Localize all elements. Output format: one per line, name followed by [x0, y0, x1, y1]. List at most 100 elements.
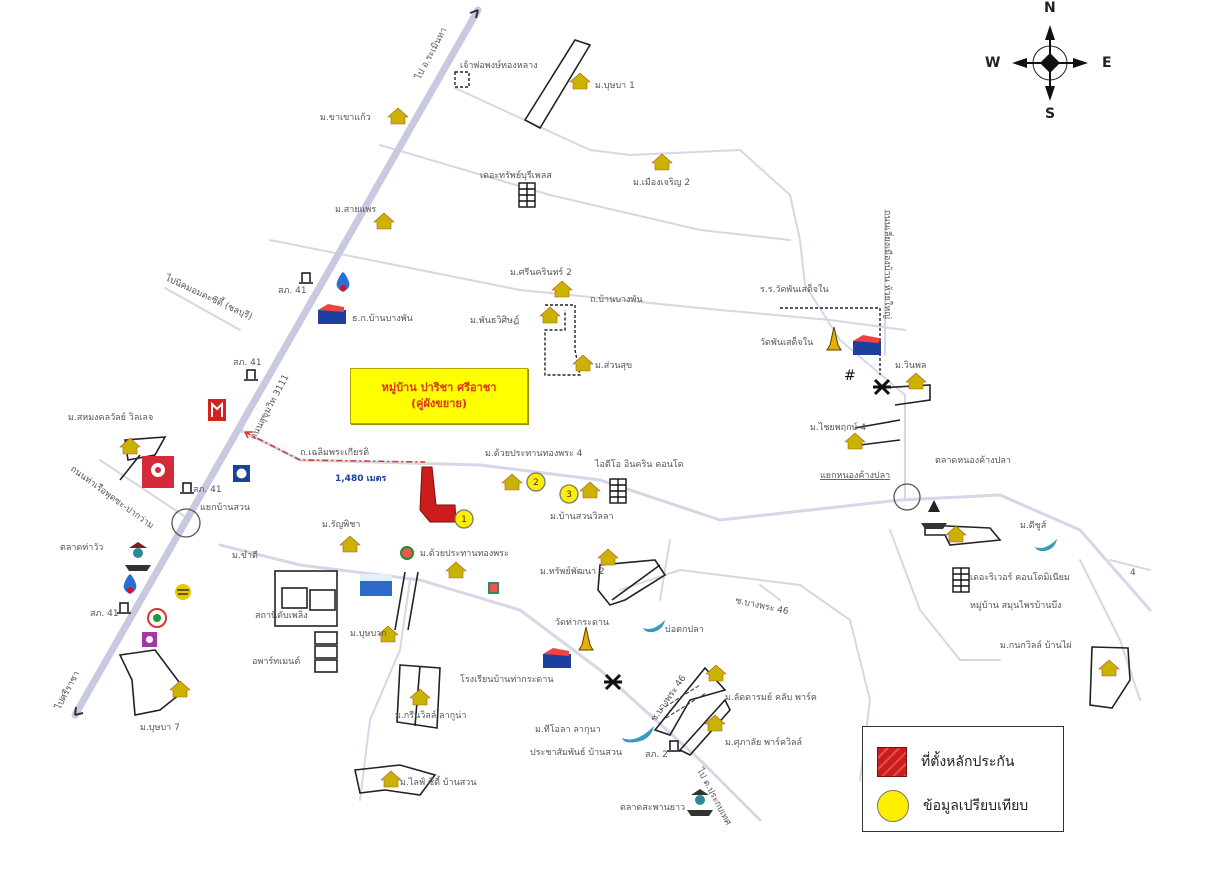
svg-text:ตลาดท่าวัว: ตลาดท่าวัว [60, 543, 103, 553]
svg-text:2: 2 [533, 478, 539, 488]
land-parcels [118, 39, 1131, 796]
svg-text:ม.กรีนวิลล์ ลากูน่า: ม.กรีนวิลล์ ลากูน่า [395, 709, 466, 721]
subject-title-line1: หมู่บ้าน ปาริชา ศรีอาชา [381, 381, 497, 394]
svg-text:ถ.เฉลิมพระเกียรติ: ถ.เฉลิมพระเกียรติ [300, 447, 369, 458]
svg-text:ถ.บ้านบางพัน: ถ.บ้านบางพัน [590, 294, 642, 305]
police-box-icon [244, 369, 258, 381]
house-icon [445, 561, 467, 579]
house-icon [1098, 659, 1120, 677]
svg-text:ม.ส่วนสุข: ม.ส่วนสุข [595, 361, 632, 371]
house-icon [377, 625, 399, 643]
svg-text:ม.ลัดดารมย์ คลับ พาร์ค: ม.ลัดดารมย์ คลับ พาร์ค [725, 691, 817, 703]
police-box-icon [180, 482, 194, 494]
svg-text:สภ. 41: สภ. 41 [278, 286, 307, 296]
svg-text:ม.ขำดี: ม.ขำดี [232, 550, 258, 561]
bank-icons [123, 272, 350, 647]
house-icon [569, 72, 591, 90]
house-icon [704, 714, 726, 732]
condo-icons [518, 182, 970, 593]
main-highway [71, 6, 482, 719]
svg-text:แยกหนองค้างปลา: แยกหนองค้างปลา [820, 470, 890, 481]
market-vendor-icon [687, 789, 713, 816]
svg-text:ตลาดหนองค้างปลา: ตลาดหนองค้างปลา [935, 455, 1011, 466]
svg-text:วัดพันเสด็จใน: วัดพันเสด็จใน [760, 335, 813, 348]
building-icon [609, 478, 627, 504]
temple-icons [578, 326, 842, 651]
building-icon [518, 182, 536, 208]
legend-item-comparable: ข้อมูลเปรียบเทียบ [877, 790, 1028, 822]
compass-north: N [1044, 0, 1056, 16]
house-icon [387, 107, 409, 125]
subject-property[interactable] [419, 466, 457, 523]
school-icon [318, 304, 346, 324]
building-icon [952, 567, 970, 593]
school-icon [543, 648, 571, 668]
svg-text:4: 4 [1130, 568, 1136, 578]
house-icon [597, 548, 619, 566]
bank-ktb-icon [175, 584, 191, 600]
railway-crossing-icon: # [844, 368, 856, 384]
svg-text:ม.บุษบา 1: ม.บุษบา 1 [595, 81, 635, 91]
svg-text:ร.ร.วัดพันเสด็จใน: ร.ร.วัดพันเสด็จใน [760, 282, 829, 295]
svg-text:ม.บ้านสวนวิลลา: ม.บ้านสวนวิลลา [550, 511, 614, 522]
svg-text:วัดท่ากระดาน: วัดท่ากระดาน [555, 618, 609, 628]
svg-text:ม.ด้วยประทานทองพระ 4: ม.ด้วยประทานทองพระ 4 [485, 448, 583, 459]
svg-text:ประชาสัมพันธ์ บ้านสวน: ประชาสัมพันธ์ บ้านสวน [530, 746, 622, 758]
svg-text:บ่อตกปลา: บ่อตกปลา [665, 625, 704, 635]
svg-text:ตลาดสะพานยาว: ตลาดสะพานยาว [620, 803, 685, 813]
legend-item-collateral: ที่ตั้งหลักประกัน [877, 747, 1014, 777]
compass-icon [1012, 25, 1088, 101]
compass-east: E [1102, 55, 1112, 71]
compass-west: W [985, 55, 1001, 71]
house-icon [373, 212, 395, 230]
house-icon [705, 664, 727, 682]
svg-text:เดอะริเวอร์ คอนโดมิเนียม: เดอะริเวอร์ คอนโดมิเนียม [970, 571, 1070, 583]
school-icon [853, 335, 881, 355]
red-square-icon [877, 747, 907, 777]
house-icon [119, 437, 141, 455]
svg-text:ม.พันธวิศิษฏ์: ม.พันธวิศิษฏ์ [470, 314, 519, 326]
market-vendor-icon [921, 500, 947, 529]
bank-bbl-icon [336, 272, 350, 292]
legend-label: ข้อมูลเปรียบเทียบ [923, 798, 1029, 814]
svg-text:ถนนเลี่ยงเมืองบ้าน ห้วยใหญ่: ถนนเลี่ยงเมืองบ้าน ห้วยใหญ่ [882, 210, 895, 319]
market-vendor-icon [125, 542, 151, 571]
comparable-3[interactable]: 3 [559, 484, 579, 504]
compass-rose: N S W E [985, 0, 1115, 125]
svg-text:โรงเรียนบ้านท่ากระดาน: โรงเรียนบ้านท่ากระดาน [460, 674, 553, 685]
police-icons [117, 272, 681, 752]
svg-text:ม.สหมงคลวัลย์ วิลเลจ: ม.สหมงคลวัลย์ วิลเลจ [68, 411, 153, 423]
svg-text:ม.วินพล: ม.วินพล [895, 360, 926, 371]
svg-text:ม.ด้วยประทานทองพระ: ม.ด้วยประทานทองพระ [420, 548, 509, 559]
svg-text:เดอะทรัพย์บุรีเพลส: เดอะทรัพย์บุรีเพลส [480, 169, 552, 181]
svg-text:ธ.ก.บ้านบางพัน: ธ.ก.บ้านบางพัน [352, 313, 413, 324]
pond-icon [622, 726, 654, 743]
house-icon [945, 525, 967, 543]
map-labels: ไป อ.ระเมินทา ไปศรีราชา ไปนิคมอมตะซิตี้ … [52, 26, 1136, 828]
svg-text:ม.เมืองเจริญ 2: ม.เมืองเจริญ 2 [633, 177, 690, 188]
svg-text:ม.บุษบา 7: ม.บุษบา 7 [140, 723, 180, 733]
yellow-circle-icon [877, 790, 909, 822]
comparable-2[interactable]: 2 [526, 472, 546, 492]
svg-text:หมู่บ้าน สมุนไพรบ้านบึง: หมู่บ้าน สมุนไพรบ้านบึง [970, 600, 1062, 611]
arrow-left-icon [244, 431, 253, 439]
compass-south: S [1045, 106, 1056, 122]
svg-text:เจ้าพ่อพงษ์ทองหลาง: เจ้าพ่อพงษ์ทองหลาง [460, 59, 538, 71]
distance-line [244, 431, 426, 463]
airport-icon [604, 673, 622, 691]
comparable-1[interactable]: 1 [454, 509, 474, 529]
roundabout-left [171, 508, 201, 538]
svg-text:ม.รัญพิชา: ม.รัญพิชา [322, 519, 360, 530]
map-legend: ที่ตั้งหลักประกัน ข้อมูลเปรียบเทียบ [862, 726, 1064, 832]
house-icon [579, 481, 601, 499]
house-icon [169, 680, 191, 698]
svg-text:ม.สายแพร: ม.สายแพร [335, 205, 376, 215]
lotus-icon [400, 546, 414, 560]
house-icon [651, 153, 673, 171]
house-icon [380, 770, 402, 788]
legend-label: ที่ตั้งหลักประกัน [921, 754, 1015, 770]
svg-text:สภ. 41: สภ. 41 [90, 609, 119, 619]
svg-text:อพาร์ทเมนต์: อพาร์ทเมนต์ [252, 655, 300, 667]
svg-text:ไอดีโอ อินคริน คอนโด: ไอดีโอ อินคริน คอนโด [594, 459, 684, 470]
svg-text:ไปนิคมอมตะซิตี้ (ชลบุรี): ไปนิคมอมตะซิตี้ (ชลบุรี) [163, 271, 255, 323]
